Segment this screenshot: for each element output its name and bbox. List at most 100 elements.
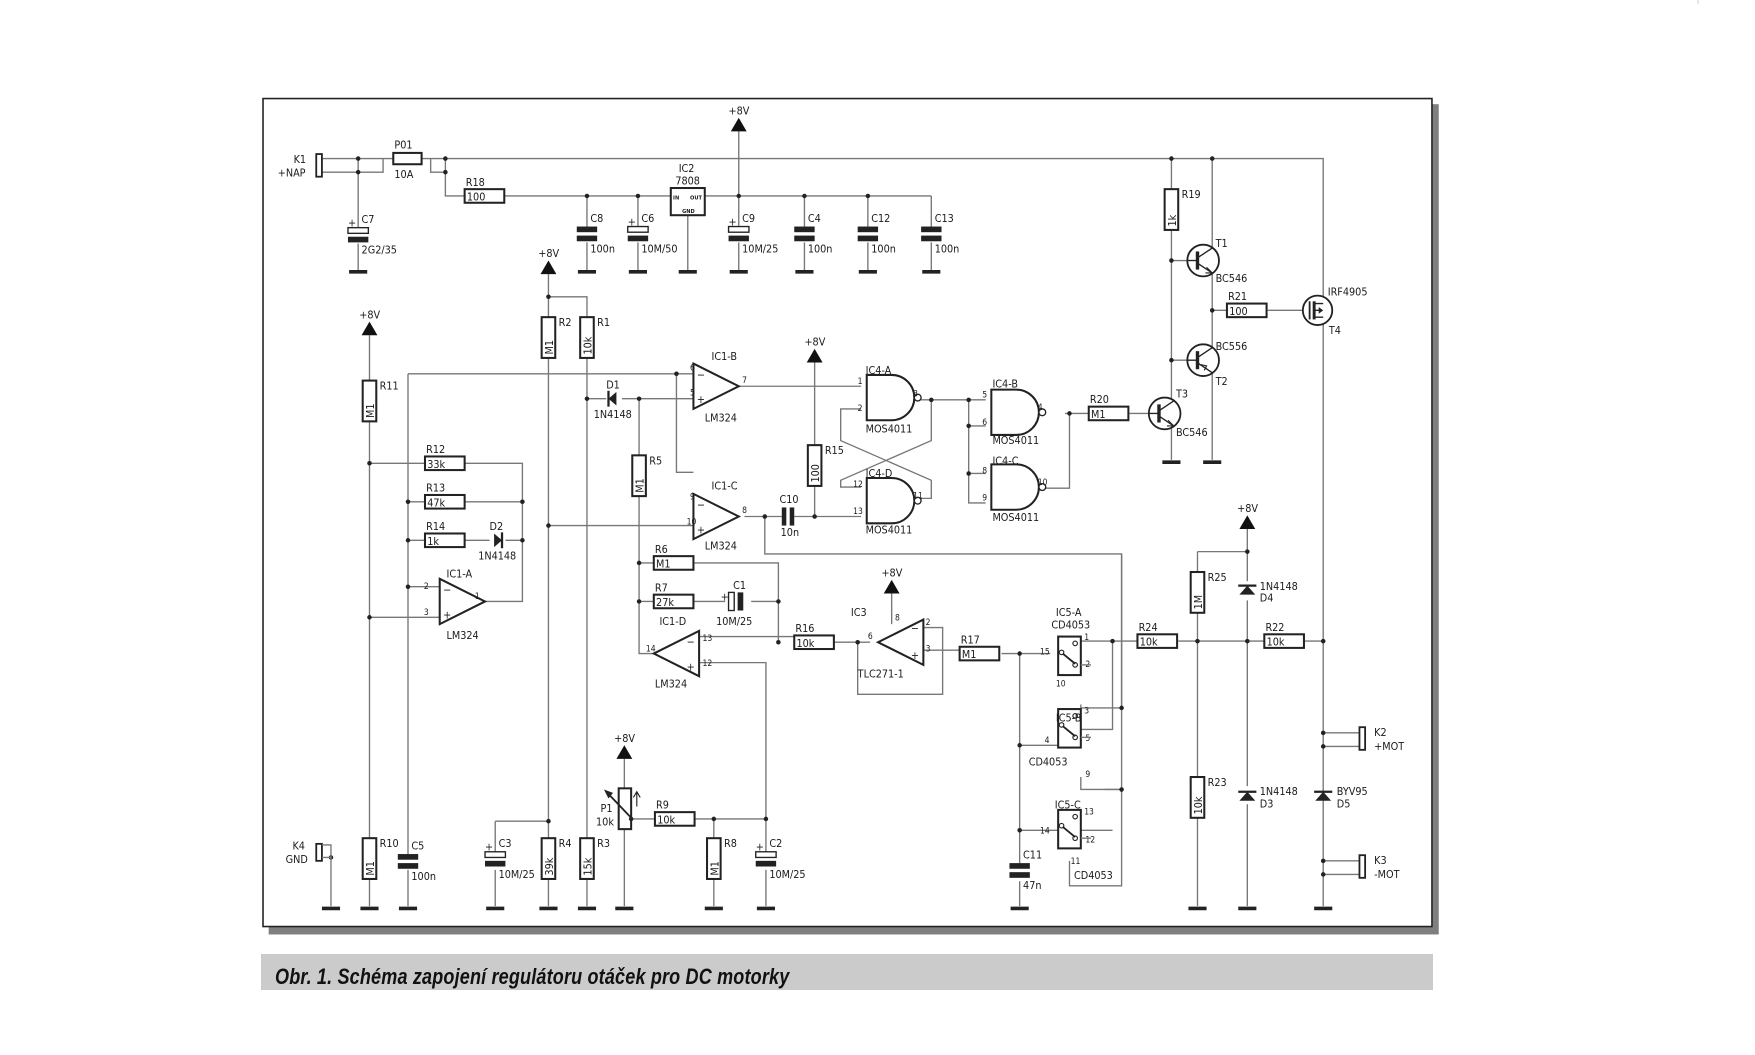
transistor-ref: T3 <box>1175 388 1188 401</box>
junction-dot <box>802 193 807 199</box>
resistor-value: 1k <box>427 535 439 548</box>
junction-dots <box>328 156 1326 877</box>
resistor-ref: R13 <box>426 482 445 495</box>
resistor-ref: R15 <box>825 444 844 457</box>
supply-label: +8V <box>538 247 559 260</box>
junction-dot <box>520 499 525 505</box>
capacitor-value: 100n <box>871 243 896 256</box>
junction-dot <box>1017 651 1022 656</box>
nand-gates: IC4-AMOS4011123IC4-DMOS4011121311IC4-BMO… <box>853 364 1047 537</box>
junction-dot <box>546 818 551 824</box>
fuse-P01: P01 10A <box>392 138 423 181</box>
resistor-value: M1 <box>708 861 721 876</box>
inverter-bubble <box>913 496 922 505</box>
pin-number: 2 <box>424 582 429 592</box>
supply-8v: +8V <box>729 104 750 132</box>
transistor-value: BC556 <box>1216 340 1248 353</box>
diode-value: 1N4148 <box>1260 785 1298 798</box>
svg-text:+: + <box>443 608 451 621</box>
resistor-value: 100 <box>809 464 822 482</box>
diode-ref: D5 <box>1337 798 1351 811</box>
capacitor-ref: C6 <box>641 212 654 225</box>
supply-8v: +8V <box>1237 502 1258 529</box>
junction-dot <box>1119 705 1124 711</box>
junction-dot <box>929 397 934 403</box>
nand-value: MOS4011 <box>866 523 913 536</box>
fuse-value: 10A <box>394 168 413 181</box>
capacitor-value: 10M/50 <box>641 243 677 256</box>
pin-number: 3 <box>424 608 429 618</box>
capacitor-value: 100n <box>935 243 960 256</box>
op-amp-value: LM324 <box>447 629 479 642</box>
transistor-ref: T1 <box>1215 237 1228 250</box>
diode-value: 1N4148 <box>478 550 516 563</box>
resistor-ref: R1 <box>597 316 610 329</box>
supply-label: +8V <box>1237 502 1258 515</box>
junction-dot <box>1169 258 1174 263</box>
plus-icon: + <box>485 841 493 854</box>
resistor-ref: R14 <box>426 520 445 533</box>
pin-number: 10 <box>1038 478 1048 488</box>
analog-switches: IC5-ACD4053151210IC5-BCD40534359IC5-CCD4… <box>1029 606 1113 882</box>
capacitor-C13: C13 100n <box>921 212 959 256</box>
diode-ref: D1 <box>606 379 620 392</box>
resistor-ref: R7 <box>655 581 668 594</box>
resistor-ref: R19 <box>1182 188 1201 201</box>
pin-number: 1 <box>475 592 480 602</box>
junction-dot <box>711 816 717 822</box>
resistor-ref: R24 <box>1139 621 1158 634</box>
pin-label: OUT <box>690 195 702 201</box>
capacitor-value: 10M/25 <box>769 868 805 881</box>
pin-number: 13 <box>702 634 712 644</box>
connector-ref: K1 <box>294 153 307 166</box>
junction-dot <box>405 538 411 543</box>
pin-number: 3 <box>926 644 931 654</box>
junction-dot <box>405 584 411 589</box>
pin-number: 9 <box>982 494 987 504</box>
inverter-bubble <box>1038 408 1047 417</box>
junction-dot <box>1067 411 1072 416</box>
resistor-value: 10k <box>1140 636 1158 649</box>
junction-dot <box>1169 357 1174 363</box>
capacitor-ref: C13 <box>935 212 954 225</box>
connector-K1: K1 +NAP <box>278 153 323 180</box>
supply-arrow-icon <box>361 321 378 336</box>
diode-ref: D3 <box>1260 798 1274 811</box>
junction-dot <box>966 471 971 476</box>
connector-ref: K2 <box>1374 726 1387 739</box>
pin-number: 13 <box>1084 807 1094 817</box>
pin-number: 12 <box>1085 836 1095 846</box>
junction-dot <box>636 560 642 566</box>
resistor-ref: R4 <box>559 837 572 850</box>
junction-dot <box>1320 638 1326 644</box>
capacitor-ref: C10 <box>780 493 799 506</box>
op-amp-ref: IC1-A <box>447 568 473 581</box>
resistor-value: 10k <box>581 336 594 354</box>
resistor-value: 39k <box>543 857 556 875</box>
junction-dot <box>546 523 551 528</box>
resistor-ref: R16 <box>795 622 814 635</box>
potentiometer-P1: P1 10k <box>596 787 641 831</box>
